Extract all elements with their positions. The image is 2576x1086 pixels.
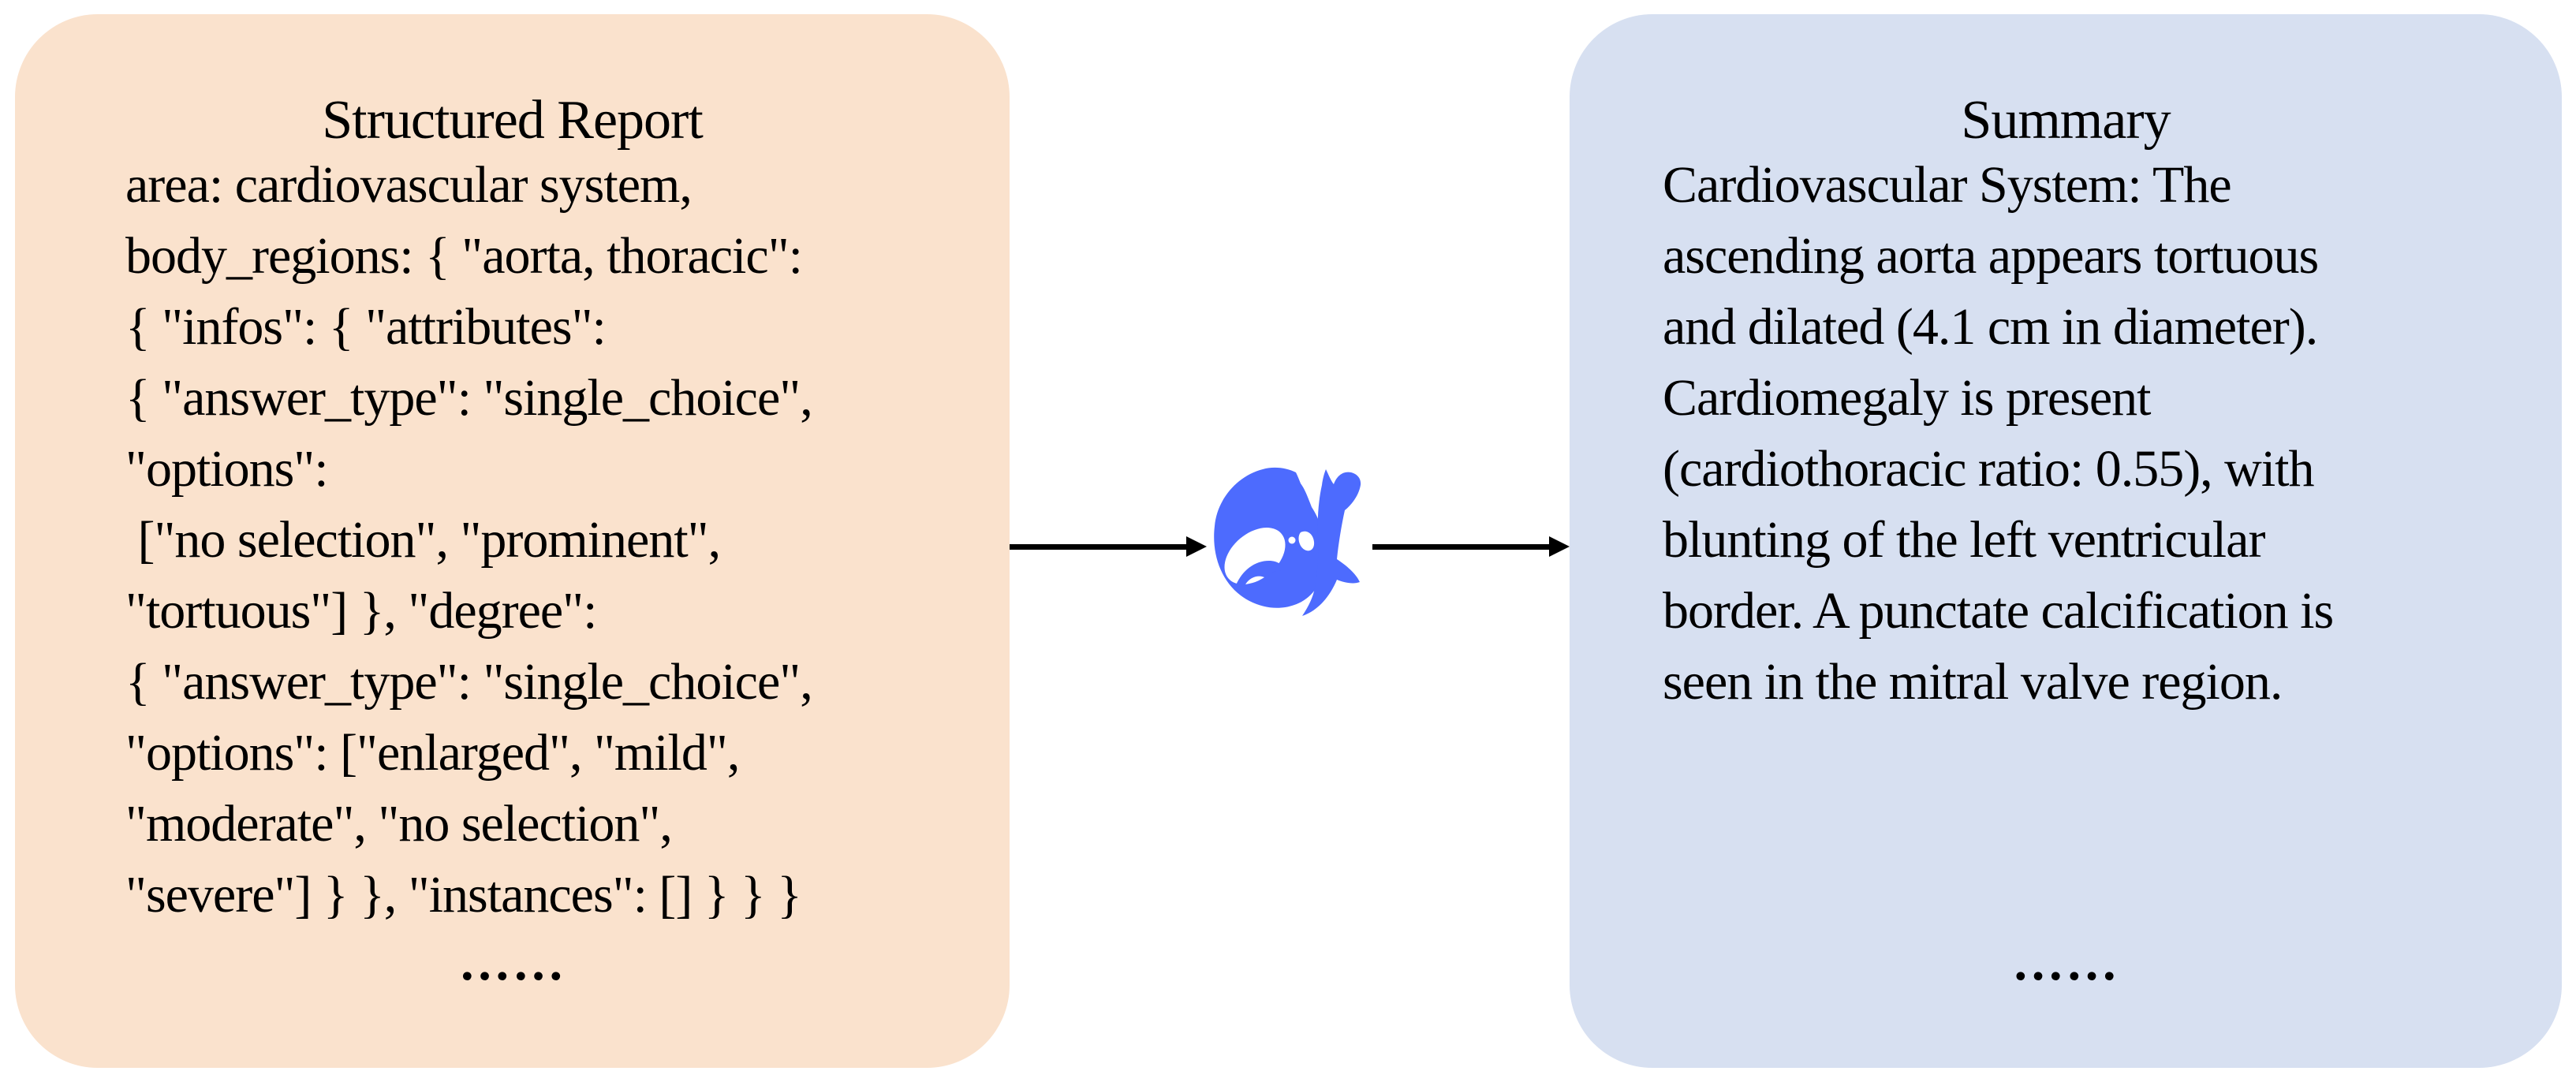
arrowhead-icon	[1186, 536, 1207, 557]
summary-box: Summary Cardiovascular System: The ascen…	[1570, 14, 2562, 1068]
whale-svg	[1214, 467, 1361, 616]
summary-text: Cardiovascular System: The ascending aor…	[1663, 156, 2334, 711]
arrow-line	[1372, 544, 1552, 550]
structured-report-title: Structured Report	[322, 90, 704, 151]
structured-report-ellipsis: ……	[458, 934, 566, 991]
arrowhead-icon	[1549, 536, 1570, 557]
deepseek-whale-icon	[1211, 464, 1362, 625]
structured-report-text: area: cardiovascular system, body_region…	[125, 156, 813, 924]
arrow-line	[1010, 544, 1189, 550]
structured-report-box: Structured Report area: cardiovascular s…	[15, 14, 1010, 1068]
whale-body-shape	[1214, 467, 1361, 616]
whale-fin-shape	[1236, 561, 1286, 587]
summary-title: Summary	[1961, 90, 2171, 151]
summary-ellipsis: ……	[2012, 934, 2119, 991]
